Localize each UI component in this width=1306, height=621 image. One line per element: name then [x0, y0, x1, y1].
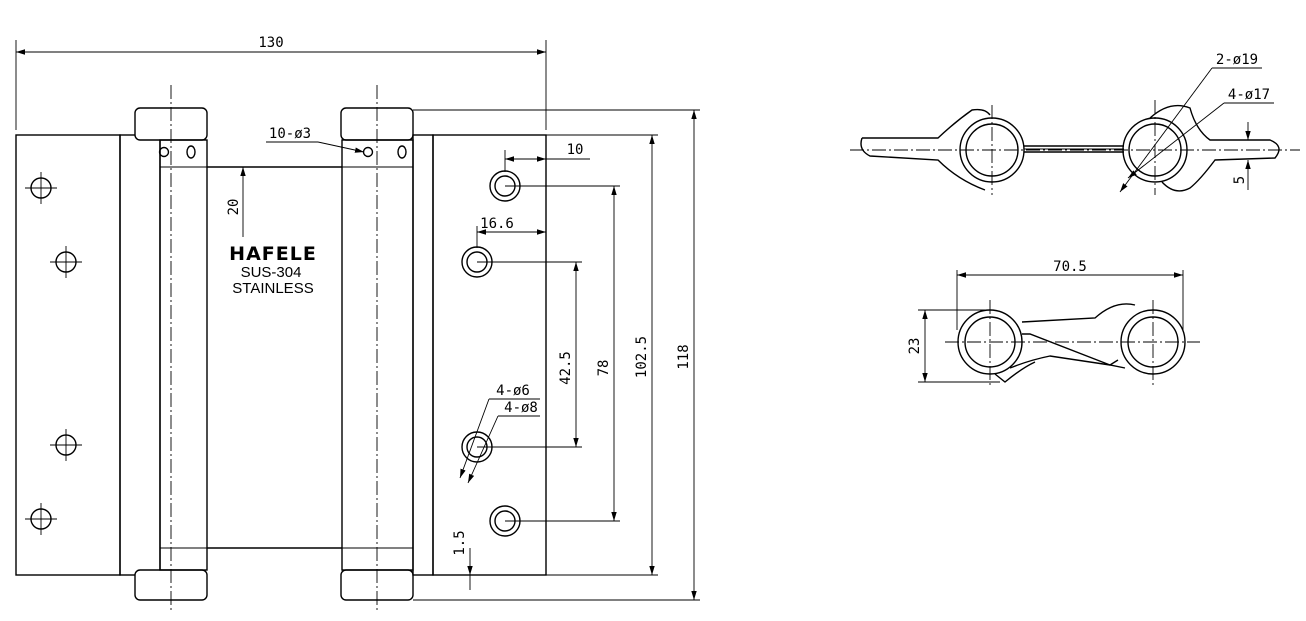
- dim-hole-edge-offset: 10: [567, 142, 584, 158]
- dim-overall-width: 130: [258, 35, 283, 51]
- dim-inner-hole-spacing: 42.5: [558, 351, 574, 385]
- dim-hole-edge-offset-2: 16.6: [480, 216, 514, 232]
- callout-barrel-outer: 2-ø19: [1216, 52, 1258, 68]
- left-leaf-holes: [25, 172, 82, 535]
- dim-side-spacing: 70.5: [1053, 259, 1087, 275]
- dim-overall-height: 118: [676, 344, 692, 369]
- dim-outer-hole-spacing: 78: [596, 360, 612, 377]
- side-view: 70.5 23: [907, 259, 1200, 385]
- left-leaf-flange: [119, 134, 161, 576]
- dim-leaf-height: 102.5: [634, 336, 650, 378]
- dim-bottom-offset: 1.5: [452, 530, 468, 555]
- left-leaf: [15, 134, 121, 576]
- callout-small-holes: 10-ø3: [269, 126, 311, 142]
- right-barrel: [340, 85, 414, 612]
- callout-barrel-inner: 4-ø17: [1228, 87, 1270, 103]
- dim-top-thickness: 5: [1232, 176, 1248, 184]
- right-leaf: [432, 134, 547, 576]
- brand-name: HAFELE: [229, 243, 317, 265]
- dim-top-offset: 20: [226, 199, 242, 216]
- left-barrel: [134, 85, 208, 612]
- right-leaf-flange: [412, 134, 434, 576]
- front-view-dimensions: 130 118 102.5 78 42.5 10 16.6 20: [15, 35, 700, 601]
- top-view: 2-ø19 4-ø17 5: [850, 52, 1300, 195]
- callout-countersink-outer: 4-ø8: [504, 400, 538, 416]
- callout-countersink-inner: 4-ø6: [496, 383, 530, 399]
- finish-label: STAINLESS: [232, 280, 313, 297]
- material-label: SUS-304: [241, 264, 302, 281]
- front-view: HAFELE SUS-304 STAINLESS: [15, 85, 547, 612]
- dim-side-height: 23: [907, 338, 923, 355]
